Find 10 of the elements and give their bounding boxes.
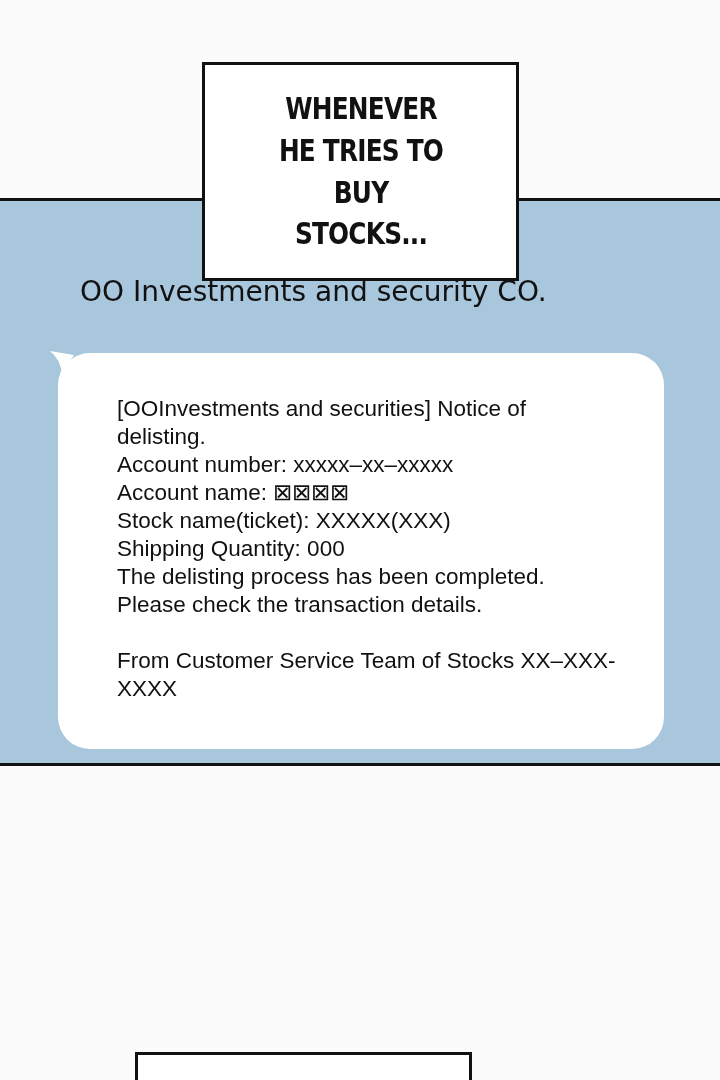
message-text: Account number: xxxxx–xx–xxxxx xyxy=(117,451,455,479)
caption-box xyxy=(202,62,519,281)
message-text: Shipping Quantity: 000 xyxy=(117,535,346,563)
message-text: Stock name(ticket): XXXXX(XXX) xyxy=(117,507,452,535)
message-text: The delisting process has been completed. Please check the transaction details. xyxy=(117,563,546,619)
message-text: Account name: ⊠⊠⊠⊠ xyxy=(117,479,351,507)
message-text: From Customer Service Team of Stocks XX–XXX-XXXX xyxy=(117,647,617,703)
caption-text: WHENEVER HE TRIES TO BUY STOCKS... xyxy=(277,88,444,254)
panel-heading: OO Investments and security CO. xyxy=(80,275,547,308)
message-text: [OOInvestments and securities] Notice of delisting. xyxy=(117,395,527,451)
